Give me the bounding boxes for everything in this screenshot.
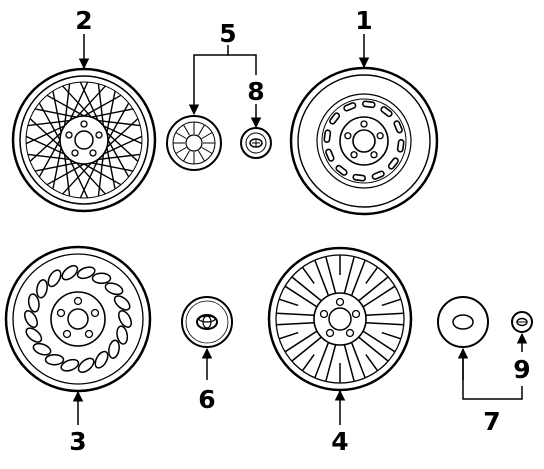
plain-cap-part-7 [437,296,489,348]
wheel-part-3 [4,245,152,393]
callout-9: 9 [513,355,530,384]
callout-7: 7 [483,407,500,436]
wheel-part-4 [267,246,413,392]
callout-6: 6 [198,385,215,414]
callout-4: 4 [331,427,348,456]
leader-lines [72,34,528,425]
center-cap-part-6 [181,296,233,348]
callout-8: 8 [247,77,264,106]
lace-spokes [25,81,143,199]
callout-2: 2 [75,6,92,35]
emblem-cap-part-9 [511,311,533,333]
callout-3: 3 [69,427,86,456]
leader-5 [188,45,229,116]
callout-1: 1 [355,6,372,35]
leader-5b [228,54,257,75]
center-cap-part-5 [166,115,222,171]
emblem-cap-part-8 [240,127,272,159]
callout-5: 5 [219,19,236,48]
wheel-part-2 [11,67,157,213]
steel-wheel-part-1 [289,66,439,216]
